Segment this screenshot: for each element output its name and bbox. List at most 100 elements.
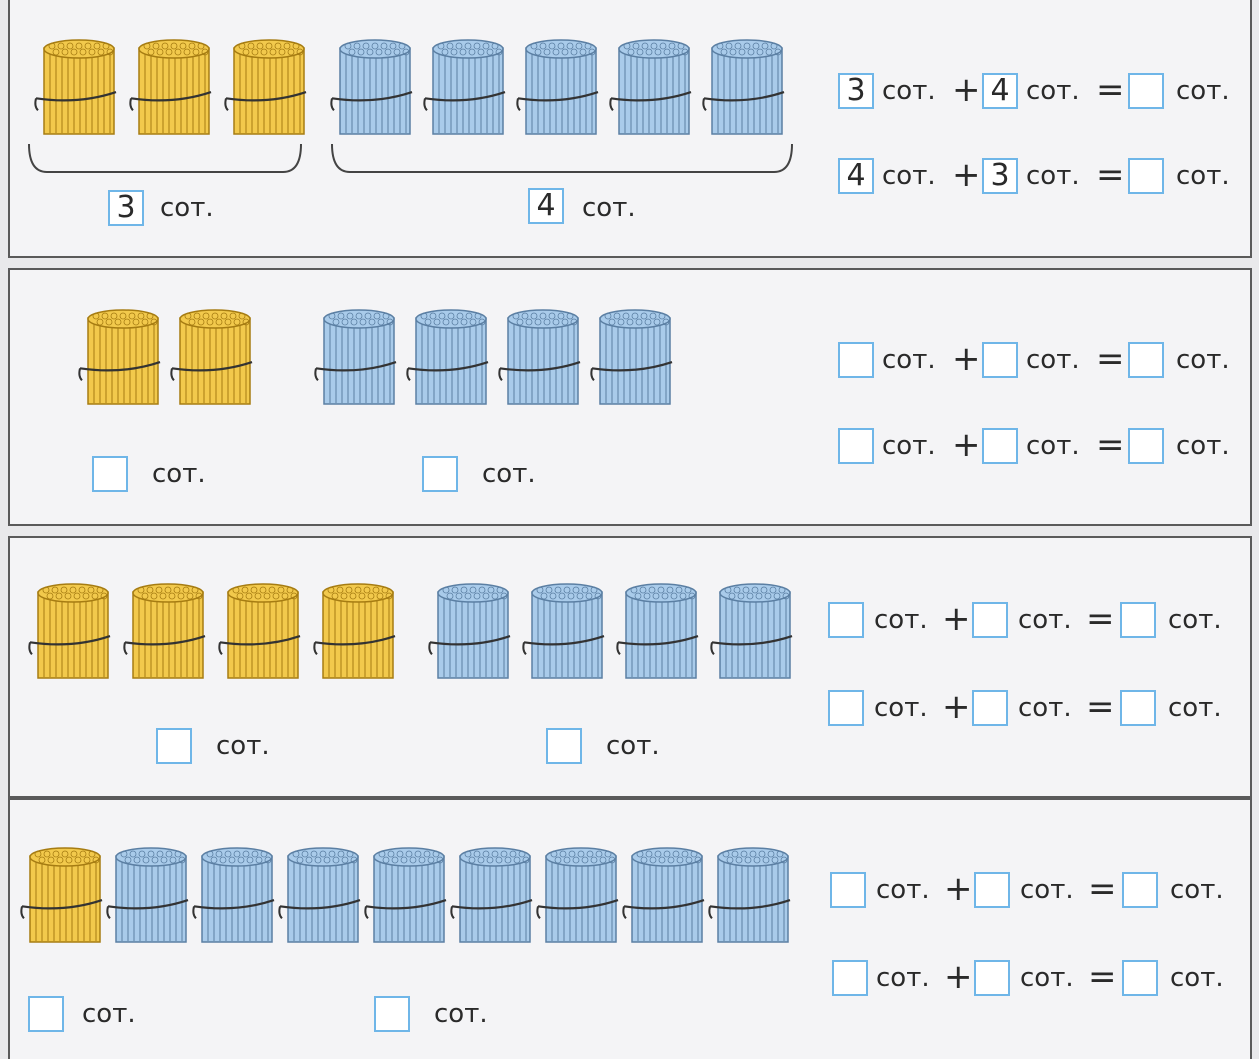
answer-box[interactable] <box>828 602 864 638</box>
answer-box[interactable]: 3 <box>982 158 1018 194</box>
answer-box[interactable] <box>1128 342 1164 378</box>
unit-label: сот. <box>876 963 930 993</box>
unit-label: сот. <box>1170 963 1224 993</box>
unit-label: сот. <box>882 345 936 375</box>
exercise-row-4: сот. сот. сот. + сот. = сот. сот. + сот.… <box>8 798 1252 1059</box>
unit-label: сот. <box>1168 693 1222 723</box>
equals-sign: = <box>1096 155 1125 195</box>
brace-left <box>28 143 302 173</box>
unit-label: сот. <box>1020 963 1074 993</box>
blue-bundle-icon <box>276 846 366 954</box>
answer-box[interactable] <box>1128 158 1164 194</box>
answer-box[interactable] <box>832 960 868 996</box>
blue-bundle-icon <box>708 582 798 690</box>
answer-box[interactable] <box>838 428 874 464</box>
unit-label: сот. <box>82 999 136 1029</box>
answer-box[interactable] <box>828 690 864 726</box>
answer-box[interactable]: 4 <box>838 158 874 194</box>
bundle-group <box>10 538 840 698</box>
answer-box[interactable] <box>1122 872 1158 908</box>
unit-label: сот. <box>1026 161 1080 191</box>
answer-box[interactable]: 3 <box>838 73 874 109</box>
yellow-bundle-icon <box>76 308 166 416</box>
unit-label: сот. <box>1026 345 1080 375</box>
blue-bundle-icon <box>620 846 710 954</box>
plus-sign: + <box>952 70 981 110</box>
unit-label: сот. <box>1176 345 1230 375</box>
unit-label: сот. <box>1168 605 1222 635</box>
answer-box[interactable] <box>1122 960 1158 996</box>
equals-sign: = <box>1096 425 1125 465</box>
answer-box[interactable] <box>1120 602 1156 638</box>
answer-box[interactable] <box>974 872 1010 908</box>
equals-sign: = <box>1096 339 1125 379</box>
blue-bundle-icon <box>448 846 538 954</box>
unit-label: сот. <box>874 693 928 723</box>
unit-label: сот. <box>1020 875 1074 905</box>
exercise-row-1: 3 сот. 4 сот. 3 сот. + 4 сот. = сот. 4 с… <box>8 0 1252 258</box>
bundle-group <box>10 0 840 160</box>
blue-bundle-icon <box>328 38 418 146</box>
unit-label: сот. <box>1026 431 1080 461</box>
answer-box[interactable] <box>972 602 1008 638</box>
answer-box[interactable] <box>374 996 410 1032</box>
yellow-bundle-icon <box>121 582 211 690</box>
plus-sign: + <box>944 869 973 909</box>
answer-box[interactable]: 4 <box>982 73 1018 109</box>
answer-box[interactable] <box>974 960 1010 996</box>
blue-bundle-icon <box>104 846 194 954</box>
answer-box[interactable] <box>28 996 64 1032</box>
answer-box[interactable] <box>982 342 1018 378</box>
answer-box[interactable] <box>1128 428 1164 464</box>
equals-sign: = <box>1088 869 1117 909</box>
blue-bundle-icon <box>426 582 516 690</box>
blue-bundle-icon <box>588 308 678 416</box>
unit-label: сот. <box>882 161 936 191</box>
answer-box[interactable] <box>1128 73 1164 109</box>
answer-box[interactable]: 3 <box>108 190 144 226</box>
exercise-row-2: сот. сот. сот. + сот. = сот. сот. + сот.… <box>8 268 1252 526</box>
answer-box[interactable] <box>422 456 458 492</box>
answer-box[interactable] <box>982 428 1018 464</box>
blue-bundle-icon <box>706 846 796 954</box>
plus-sign: + <box>942 687 971 727</box>
answer-box[interactable] <box>830 872 866 908</box>
unit-label: сот. <box>160 193 214 223</box>
equals-sign: = <box>1088 957 1117 997</box>
yellow-bundle-icon <box>32 38 122 146</box>
blue-bundle-icon <box>312 308 402 416</box>
answer-box[interactable] <box>838 342 874 378</box>
unit-label: сот. <box>1176 76 1230 106</box>
answer-box[interactable] <box>156 728 192 764</box>
blue-bundle-icon <box>520 582 610 690</box>
equals-sign: = <box>1096 70 1125 110</box>
unit-label: сот. <box>1018 693 1072 723</box>
unit-label: сот. <box>582 193 636 223</box>
unit-label: сот. <box>1026 76 1080 106</box>
unit-label: сот. <box>216 731 270 761</box>
answer-box[interactable] <box>92 456 128 492</box>
yellow-bundle-icon <box>26 582 116 690</box>
unit-label: сот. <box>882 431 936 461</box>
exercise-row-3: сот. сот. сот. + сот. = сот. сот. + сот.… <box>8 536 1252 798</box>
answer-box[interactable] <box>972 690 1008 726</box>
blue-bundle-icon <box>190 846 280 954</box>
unit-label: сот. <box>606 731 660 761</box>
blue-bundle-icon <box>700 38 790 146</box>
plus-sign: + <box>952 339 981 379</box>
answer-box[interactable] <box>1120 690 1156 726</box>
blue-bundle-icon <box>534 846 624 954</box>
blue-bundle-icon <box>404 308 494 416</box>
answer-box[interactable] <box>546 728 582 764</box>
plus-sign: + <box>952 425 981 465</box>
yellow-bundle-icon <box>168 308 258 416</box>
plus-sign: + <box>952 155 981 195</box>
equals-sign: = <box>1086 687 1115 727</box>
unit-label: сот. <box>482 459 536 489</box>
answer-box[interactable]: 4 <box>528 188 564 224</box>
brace-right <box>331 143 793 173</box>
unit-label: сот. <box>882 76 936 106</box>
blue-bundle-icon <box>614 582 704 690</box>
unit-label: сот. <box>1176 431 1230 461</box>
unit-label: сот. <box>1018 605 1072 635</box>
